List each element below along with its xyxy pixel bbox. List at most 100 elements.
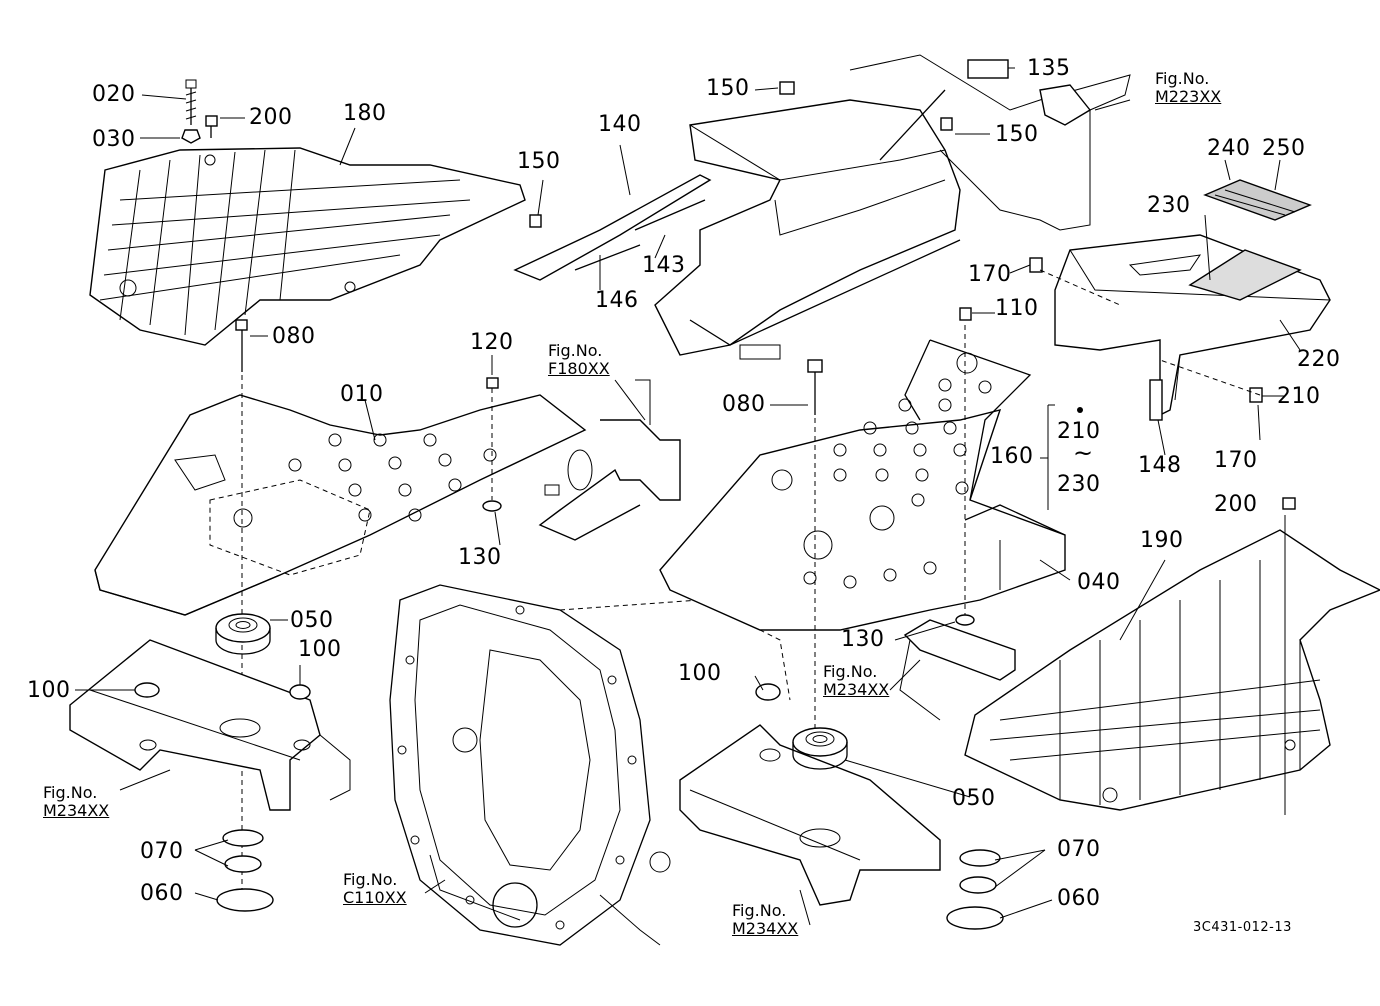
part-label: 060 [140,881,184,906]
part-label: 020 [92,82,136,107]
leader-lines [75,67,1301,926]
figure-reference-prefix: Fig.No. [823,662,878,681]
washer-130-left [482,500,502,512]
part-label: 060 [1057,886,1101,911]
part-label: 190 [1140,528,1184,553]
figure-reference-code: M234XX [823,680,890,700]
figure-reference: Fig.No. M234XX [732,901,799,939]
part-label: 135 [1027,56,1071,81]
step-040 [659,339,1066,631]
bracket-f180 [538,379,681,541]
bracket-m223 [849,54,1131,231]
cover-220 [1054,234,1331,417]
part-label: 170 [1214,448,1258,473]
figure-reference: Fig.No. M234XX [823,662,890,700]
part-label: 110 [995,296,1039,321]
part-label: 120 [470,330,514,355]
screw-150-b [779,81,795,95]
bracket-140-side [513,174,712,281]
grommet-100-left-b [289,684,311,700]
washer-060-right [946,906,1004,930]
part-label: 040 [1077,570,1121,595]
part-label: 100 [298,637,342,662]
part-label: 150 [995,122,1039,147]
part-label: 050 [290,608,334,633]
part-label: 100 [678,661,722,686]
part-label: 080 [272,324,316,349]
rubber-mount-050-center [792,727,848,770]
part-label: 100 [27,678,71,703]
figure-reference: Fig.No. M223XX [1155,69,1222,107]
figure-reference: Fig.No. M234XX [43,783,110,821]
pads-240-250 [1203,179,1312,221]
nut-030 [181,129,201,144]
part-label: 210 [1057,419,1101,444]
document-id: 3C431-012-13 [1193,920,1292,935]
figure-reference-prefix: Fig.No. [343,870,398,889]
part-label: 143 [642,253,686,278]
part-label: 130 [841,627,885,652]
screw-200-right [1282,497,1296,510]
figure-reference: Fig.No. F180XX [548,341,610,379]
range-tilde: ~ [1073,439,1094,467]
cover-140 [654,99,961,360]
figure-reference-prefix: Fig.No. [1155,69,1210,88]
screw-120 [486,377,499,389]
bracket-left [69,639,351,811]
part-label: 170 [968,262,1012,287]
part-label: 180 [343,101,387,126]
grommet-100-center [755,683,781,701]
part-label: 220 [1297,347,1341,372]
washer-070-right-a [959,849,1001,867]
part-label: 150 [706,76,750,101]
part-label: 230 [1057,472,1101,497]
clutch-housing [389,584,791,946]
screw-150-c [940,117,953,131]
part-label: 140 [598,112,642,137]
part-label: 070 [140,839,184,864]
figure-reference-prefix: Fig.No. [548,341,603,360]
figure-reference-code: M234XX [43,801,110,821]
bolt-020 [185,79,197,125]
part-label: 160 [990,444,1034,469]
part-label: 146 [595,288,639,313]
floor-mat-left [89,147,526,346]
bracket-m234-right [899,619,1016,721]
washer-130-right [955,614,975,626]
figure-reference-prefix: Fig.No. [43,783,98,802]
pin-148 [1149,379,1163,421]
part-label: 030 [92,127,136,152]
part-label: 050 [952,786,996,811]
part-label: 148 [1138,453,1182,478]
part-label: 250 [1262,136,1306,161]
part-label: 130 [458,545,502,570]
washer-070-right-b [959,876,997,894]
washer-070-left-b [224,855,262,873]
figure-reference: Fig.No. C110XX [343,870,407,908]
part-label: 200 [1214,492,1258,517]
screw-150-a [529,214,542,228]
rubber-mount-050-left [215,613,271,655]
floor-mat-right [964,529,1380,811]
part-label: 080 [722,392,766,417]
part-label: 230 [1147,193,1191,218]
step-010 [94,394,587,616]
figure-reference-prefix: Fig.No. [732,901,787,920]
grommet-100-left-a [134,682,160,698]
bracket-center [679,724,941,906]
part-label: 240 [1207,136,1251,161]
part-label: 200 [249,105,293,130]
screw-200 [205,115,218,127]
pad-135 [967,59,1009,79]
screw-110 [959,307,972,321]
screw-170-b [1249,387,1263,403]
figure-reference-code: M234XX [732,919,799,939]
bolt-080-left [235,319,248,331]
bolt-080-center [807,359,823,373]
figure-reference-code: M223XX [1155,87,1222,107]
part-label: 070 [1057,837,1101,862]
figure-reference-code: F180XX [548,359,610,379]
figure-reference-code: C110XX [343,888,407,908]
